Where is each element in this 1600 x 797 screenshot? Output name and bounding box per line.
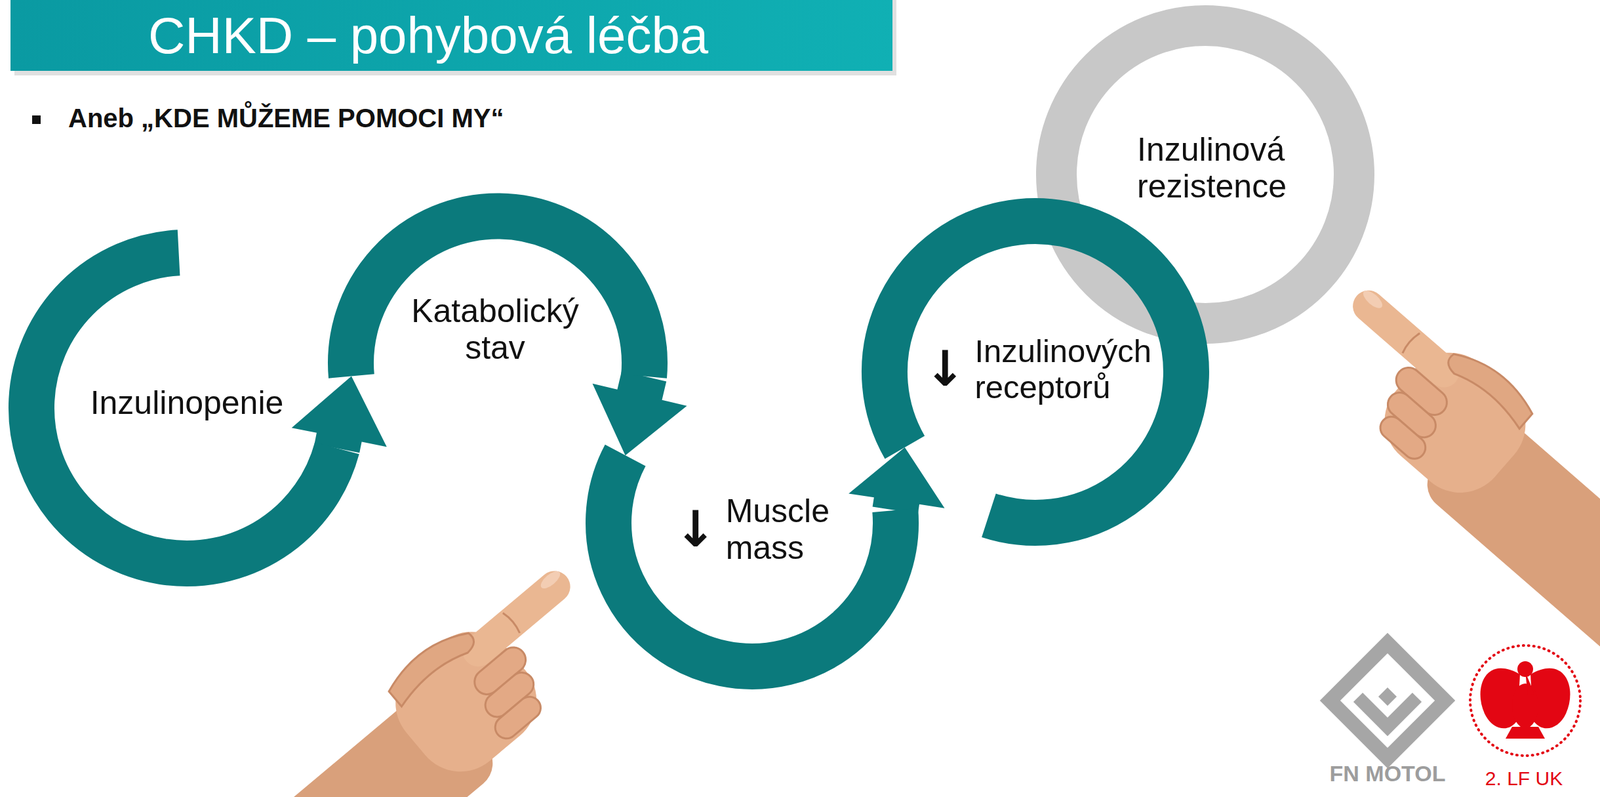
ring-arc bbox=[884, 220, 1187, 523]
knuckle-line bbox=[1401, 331, 1421, 353]
logo-mark bbox=[1378, 687, 1397, 706]
slide-title: CHKD – pohybová léčba bbox=[148, 7, 709, 65]
curled-finger bbox=[1375, 411, 1431, 463]
curled-finger bbox=[490, 691, 545, 743]
pelican-body bbox=[1512, 683, 1539, 728]
ring-arc bbox=[31, 252, 338, 564]
cycle-arrow bbox=[291, 376, 387, 454]
logo-caption: FN MOTOL bbox=[1329, 760, 1446, 787]
fingernail bbox=[1360, 287, 1386, 312]
pointing-hand bbox=[182, 550, 634, 797]
cycle-ring: Inzulinová rezistence bbox=[1036, 5, 1375, 344]
fingernail bbox=[538, 567, 564, 591]
node-label-group: ↓Muscle mass bbox=[674, 492, 830, 566]
fist bbox=[1365, 333, 1545, 512]
node-label-group: Inzulinopenie bbox=[90, 384, 284, 421]
subtitle-bullet-text: Aneb „KDE MŮŽEME POMOCI MY“ bbox=[68, 102, 504, 134]
bullet-square bbox=[32, 115, 41, 124]
ring-stroke bbox=[1056, 25, 1355, 324]
logo-caption: 2. LF UK bbox=[1485, 767, 1563, 791]
fist bbox=[377, 613, 556, 791]
node-label-group: Katabolický stav bbox=[411, 292, 580, 366]
fn-motol-logo bbox=[1329, 642, 1445, 758]
node-text: Inzulinových receptorů bbox=[974, 333, 1152, 406]
node-text: Inzulinopenie bbox=[90, 384, 284, 421]
cycle-arrow bbox=[592, 371, 688, 456]
cycle-ring: Inzulinopenie bbox=[8, 229, 366, 587]
node-text: Muscle mass bbox=[725, 492, 830, 566]
thumb bbox=[383, 620, 479, 707]
logo-dotted-circle bbox=[1470, 645, 1581, 756]
knuckle-line bbox=[502, 611, 522, 633]
logo-diamond bbox=[1329, 642, 1445, 758]
cycle-arrow bbox=[848, 447, 945, 514]
ring-arc bbox=[608, 455, 896, 667]
cycle-ring: ↓Inzulinových receptorů bbox=[861, 198, 1210, 546]
node-text: Inzulinová rezistence bbox=[1137, 131, 1287, 205]
pelican-head bbox=[1517, 660, 1534, 677]
pelican-beak bbox=[1525, 671, 1535, 696]
trend-arrow: ↓ bbox=[674, 504, 717, 555]
title-banner bbox=[10, 0, 893, 71]
trend-arrow: ↓ bbox=[924, 344, 966, 394]
pelican-nest bbox=[1505, 726, 1545, 739]
thumb bbox=[1443, 342, 1538, 430]
ring-arc bbox=[350, 215, 645, 376]
node-label-group: Inzulinová rezistence bbox=[1137, 131, 1287, 205]
pointing-hand bbox=[1287, 269, 1600, 685]
lf-uk-logo bbox=[1470, 645, 1581, 756]
node-text: Katabolický stav bbox=[411, 292, 580, 366]
node-label-group: ↓Inzulinových receptorů bbox=[924, 333, 1152, 406]
